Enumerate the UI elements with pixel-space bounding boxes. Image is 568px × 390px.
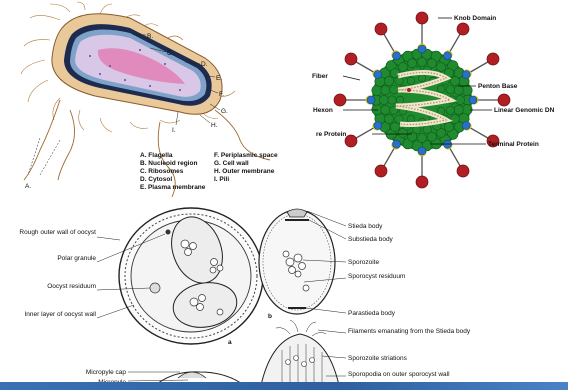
penton-base [418, 45, 426, 53]
label-oocyst-residuum: Oocyst residuum [47, 283, 96, 290]
hexon-bead [379, 95, 388, 104]
knob-domain [416, 12, 428, 24]
label-polar-granule: Polar granule [57, 255, 96, 262]
hexon-bead [417, 133, 426, 142]
hexon-bead [450, 114, 459, 123]
hexon-bead [407, 77, 415, 85]
legend-a: A. Flagella [140, 152, 173, 159]
legend-h: H. Outer membrane [214, 168, 275, 175]
hexon-bead [388, 96, 396, 104]
marker-e: E. [216, 75, 222, 82]
legend-d: D. Cytosol [140, 176, 172, 183]
hexon-bead [454, 105, 463, 114]
penton-base [393, 52, 401, 60]
hexon-bead [446, 106, 454, 114]
penton-base [418, 147, 426, 155]
label-stieda-body: Stieda body [348, 223, 383, 230]
adenovirus-diagram: Knob Domain Fiber Penton Base Hexon Line… [312, 12, 555, 188]
legend-b: B. Nucleoid region [140, 160, 197, 167]
polar-granule [166, 230, 171, 235]
label-hexon: Hexon [313, 107, 333, 114]
label-filaments: Filaments emanating from the Stieda body [348, 328, 471, 335]
label-fiber: Fiber [312, 73, 328, 80]
penton-base [462, 122, 470, 130]
marker-c: C. [167, 50, 174, 57]
knob-domain [457, 165, 469, 177]
knob-domain [487, 53, 499, 65]
legend-g: G. Cell wall [214, 160, 249, 167]
label-inner-wall: Inner layer of oocyst wall [24, 311, 96, 318]
marker-i: I. [172, 127, 176, 134]
knob-domain [345, 135, 357, 147]
label-core-protein: re Protein [316, 131, 346, 138]
hexon-bead [450, 76, 459, 85]
legend-c: C. Ribosomes [140, 168, 184, 175]
hexon-bead [417, 57, 426, 66]
hexon-bead [385, 114, 394, 123]
filaments [276, 320, 326, 336]
hexon-bead [407, 115, 415, 123]
bottom-bar [0, 382, 568, 390]
marker-g: G. [221, 108, 228, 115]
hexon-bead [454, 86, 463, 95]
legend-e: E. Plasma membrane [140, 184, 206, 191]
penton-base [444, 52, 452, 60]
oocyst-residuum [150, 283, 160, 293]
hexon-bead [390, 86, 398, 94]
hexon-bead [381, 105, 390, 114]
bacterium-diagram: B. C. D. E. F. G. H. I. A. A. Flagella B… [21, 2, 278, 197]
penton-base [469, 96, 477, 104]
knob-domain [345, 53, 357, 65]
knob-domain [457, 23, 469, 35]
oocyst-panel-a: a Rough outer wall of oocyst Polar granu… [19, 208, 263, 390]
label-genome: Linear Genomic DN [494, 107, 555, 114]
panel-a-label: a [228, 339, 232, 346]
label-sporocyst-residuum: Sporocyst residuum [348, 273, 405, 280]
hexon-bead [446, 86, 454, 94]
label-striations: Sporozoite striations [348, 355, 408, 362]
hexon-bead [455, 95, 464, 104]
oocyst-panel-b: b Stieda body Substieda body [259, 209, 471, 390]
penton-base [374, 122, 382, 130]
penton-base [393, 140, 401, 148]
penton-base [462, 71, 470, 79]
label-rough-outer-wall: Rough outer wall of oocyst [19, 229, 96, 236]
hexon-bead [381, 86, 390, 95]
knob-domain [375, 165, 387, 177]
penton-base [374, 71, 382, 79]
penton-base [367, 96, 375, 104]
label-sporopodia: Sporopodia on outer sporocyst wall [348, 371, 450, 378]
label-knob-domain: Knob Domain [454, 15, 496, 22]
knob-domain [416, 176, 428, 188]
knob-domain [334, 94, 346, 106]
label-substieda-body: Substieda body [348, 236, 394, 243]
hexon-bead [437, 85, 445, 93]
hexon-bead [418, 74, 426, 82]
stieda-body [287, 209, 307, 217]
marker-a: A. [25, 183, 31, 190]
label-parastieda-body: Parastieda body [348, 310, 396, 317]
terminal-protein-dot [407, 88, 411, 92]
marker-b: B. [147, 33, 153, 40]
knob-domain [375, 23, 387, 35]
label-micropyle-cap: Micropyle cap [86, 369, 126, 376]
label-penton-base: Penton Base [478, 83, 518, 90]
label-sporozoite: Sporozoite [348, 259, 379, 266]
hexon-bead [423, 125, 431, 133]
marker-d: D. [201, 61, 208, 68]
legend-i: I. Pili [214, 176, 229, 183]
panel-b-label: b [268, 313, 272, 320]
label-terminal-protein: Terminal Protein [488, 141, 539, 148]
knob-domain [498, 94, 510, 106]
marker-f: F. [219, 91, 224, 98]
hexon-bead [396, 96, 404, 104]
hexon-bead [385, 76, 394, 85]
marker-h: H. [211, 122, 218, 129]
legend-f: F. Periplasmic space [214, 152, 278, 159]
